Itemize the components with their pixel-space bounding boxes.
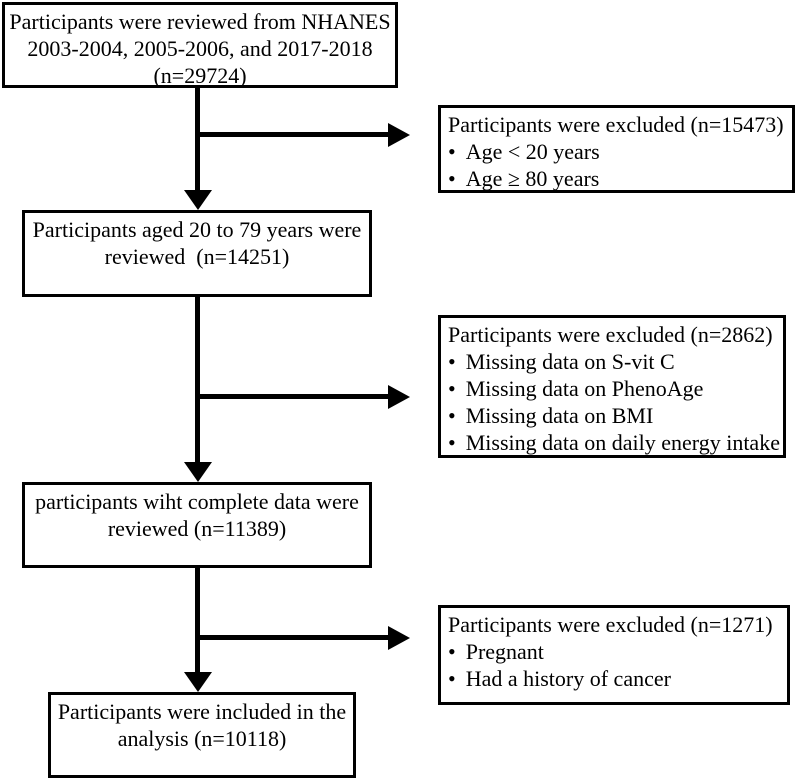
exclusion-bullet: • Missing data on PhenoAge	[448, 375, 779, 402]
bullet-icon: •	[448, 403, 456, 428]
flow-box-line: participants wiht complete data were	[35, 489, 359, 514]
flow-box-age-20-79: Participants aged 20 to 79 years were re…	[22, 210, 372, 297]
arrow-down-head-icon	[184, 462, 212, 482]
exclusion-bullet: • Missing data on daily energy intake	[448, 429, 780, 456]
bullet-icon: •	[448, 430, 456, 455]
flow-box-line: reviewed (n=14251)	[104, 244, 290, 269]
flow-box-line: analysis (n=10118)	[117, 726, 287, 751]
exclusion-box-1: Participants were excluded (n=15473) • Ag…	[438, 105, 795, 193]
flow-box-included: Participants were included in the analys…	[48, 692, 356, 778]
flow-box-line: 2003-2004, 2005-2006, and 2017-2018	[27, 36, 373, 61]
arrow-right-head-icon	[388, 123, 410, 147]
bullet-icon: •	[448, 376, 456, 401]
bullet-text: Missing data on daily energy intake	[465, 430, 780, 455]
arrow-down-head-icon	[184, 672, 212, 692]
flow-box-line: Participants were reviewed from NHANES	[9, 9, 391, 34]
flow-box-line: Participants were included in the	[57, 699, 347, 724]
bullet-icon: •	[448, 166, 456, 191]
bullet-text: Had a history of cancer	[465, 666, 671, 691]
flow-box-line: (n=29724)	[153, 63, 247, 88]
exclusion-header: Participants were excluded (n=15473)	[448, 112, 784, 137]
exclusion-bullet: • Age < 20 years	[448, 138, 788, 165]
arrow-down-head-icon	[184, 190, 212, 210]
arrow-down-line-2	[195, 295, 200, 467]
exclusion-bullet: • Age ≥ 80 years	[448, 165, 788, 192]
arrow-down-line-3	[195, 566, 200, 676]
bullet-icon: •	[448, 139, 456, 164]
bullet-text: Age ≥ 80 years	[465, 166, 600, 191]
bullet-text: Age < 20 years	[465, 139, 600, 164]
exclusion-header: Participants were excluded (n=1271)	[448, 612, 773, 637]
flow-box-nhanes-review: Participants were reviewed from NHANES 2…	[2, 2, 398, 88]
flow-box-complete-data: participants wiht complete data were rev…	[22, 482, 372, 568]
exclusion-bullet: • Missing data on S-vit C	[448, 348, 779, 375]
arrow-right-line-3	[195, 635, 392, 640]
bullet-icon: •	[448, 639, 456, 664]
flow-box-line: Participants aged 20 to 79 years were	[32, 217, 362, 242]
exclusion-box-3: Participants were excluded (n=1271) • Pre…	[438, 605, 790, 705]
arrow-down-line-1	[195, 86, 200, 194]
arrow-right-line-1	[195, 132, 392, 137]
exclusion-bullet: • Had a history of cancer	[448, 665, 783, 692]
exclusion-bullet: • Missing data on BMI	[448, 402, 779, 429]
arrow-right-head-icon	[388, 626, 410, 650]
arrow-right-line-2	[195, 394, 392, 399]
bullet-icon: •	[448, 349, 456, 374]
bullet-text: Missing data on PhenoAge	[465, 376, 704, 401]
flow-box-line: reviewed (n=11389)	[107, 516, 287, 541]
arrow-right-head-icon	[388, 385, 410, 409]
bullet-text: Missing data on S-vit C	[465, 349, 675, 374]
bullet-icon: •	[448, 666, 456, 691]
exclusion-box-2: Participants were excluded (n=2862) • Mis…	[438, 315, 786, 458]
bullet-text: Missing data on BMI	[465, 403, 654, 428]
exclusion-header: Participants were excluded (n=2862)	[448, 322, 773, 347]
bullet-text: Pregnant	[465, 639, 544, 664]
exclusion-bullet: • Pregnant	[448, 638, 783, 665]
